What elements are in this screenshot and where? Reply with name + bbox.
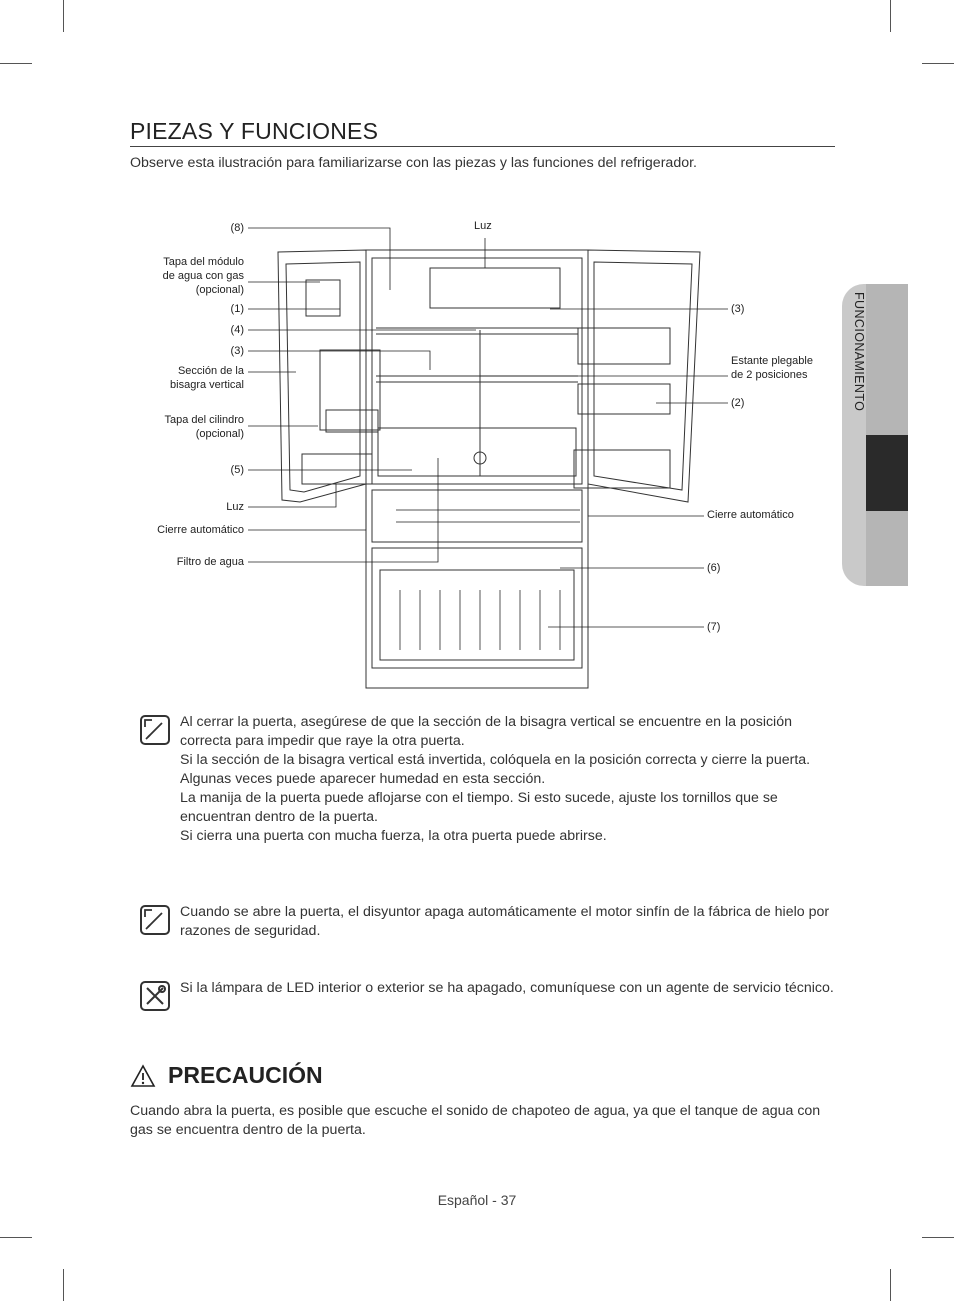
label-bisagra: Sección de la bisagra vertical	[170, 365, 244, 391]
caution-text: Cuando abra la puerta, es posible que es…	[130, 1103, 821, 1138]
note-2-text: Cuando se abre la puerta, el disyuntor a…	[180, 904, 830, 939]
label-luz-top: Luz	[474, 220, 492, 232]
crop-mark	[922, 63, 954, 64]
label-5: (5)	[230, 464, 244, 476]
page-number: Español - 37	[437, 1192, 517, 1208]
page-title: PIEZAS Y FUNCIONES	[130, 118, 835, 147]
crop-mark	[0, 63, 32, 64]
note-block-1: Al cerrar la puerta, asegúrese de que la…	[140, 713, 840, 873]
crop-mark	[63, 0, 64, 32]
label-6: (6)	[707, 562, 721, 574]
crop-mark	[890, 1269, 891, 1301]
intro-text: Observe esta ilustración para familiariz…	[130, 155, 697, 171]
note-block-2: Cuando se abre la puerta, el disyuntor a…	[140, 903, 840, 943]
note-pencil-icon	[140, 905, 170, 935]
label-1: (1)	[230, 303, 244, 315]
side-tab-label: FUNCIONAMIENTO	[852, 292, 866, 412]
label-luz-left: Luz	[226, 501, 244, 513]
label-estante: Estante plegable de 2 posiciones	[731, 355, 813, 381]
crop-mark	[0, 1237, 32, 1238]
refrigerator-diagram: (8) Luz Tapa del módulo de agua con gas …	[0, 210, 954, 700]
note-block-3: Si la lámpara de LED interior o exterior…	[140, 979, 840, 1019]
warning-triangle-icon	[130, 1063, 156, 1087]
label-filtro: Filtro de agua	[176, 556, 244, 568]
caution-title: PRECAUCIÓN	[168, 1062, 323, 1088]
label-cierre-left: Cierre automático	[157, 524, 244, 536]
crop-mark	[922, 1237, 954, 1238]
note-3-text: Si la lámpara de LED interior o exterior…	[180, 980, 834, 996]
note-pencil-icon	[140, 715, 170, 745]
crop-mark	[890, 0, 891, 32]
side-section-tab: FUNCIONAMIENTO	[842, 284, 908, 586]
label-tapa-modulo: Tapa del módulo de agua con gas (opciona…	[162, 256, 244, 296]
label-cierre-right: Cierre automático	[707, 509, 794, 521]
label-2: (2)	[731, 397, 745, 409]
label-cilindro: Tapa del cilindro (opcional)	[164, 414, 245, 440]
label-3-left: (3)	[230, 345, 244, 357]
label-8: (8)	[230, 222, 244, 234]
label-7: (7)	[707, 621, 721, 633]
label-3-right: (3)	[731, 303, 745, 315]
service-tools-icon	[140, 981, 170, 1011]
side-tab-marker	[866, 435, 908, 511]
refrigerator-illustration	[248, 227, 728, 689]
crop-mark	[63, 1269, 64, 1301]
note-1-text: Al cerrar la puerta, asegúrese de que la…	[180, 714, 811, 844]
caution-heading: PRECAUCIÓN	[130, 1062, 323, 1089]
label-4: (4)	[230, 324, 244, 336]
